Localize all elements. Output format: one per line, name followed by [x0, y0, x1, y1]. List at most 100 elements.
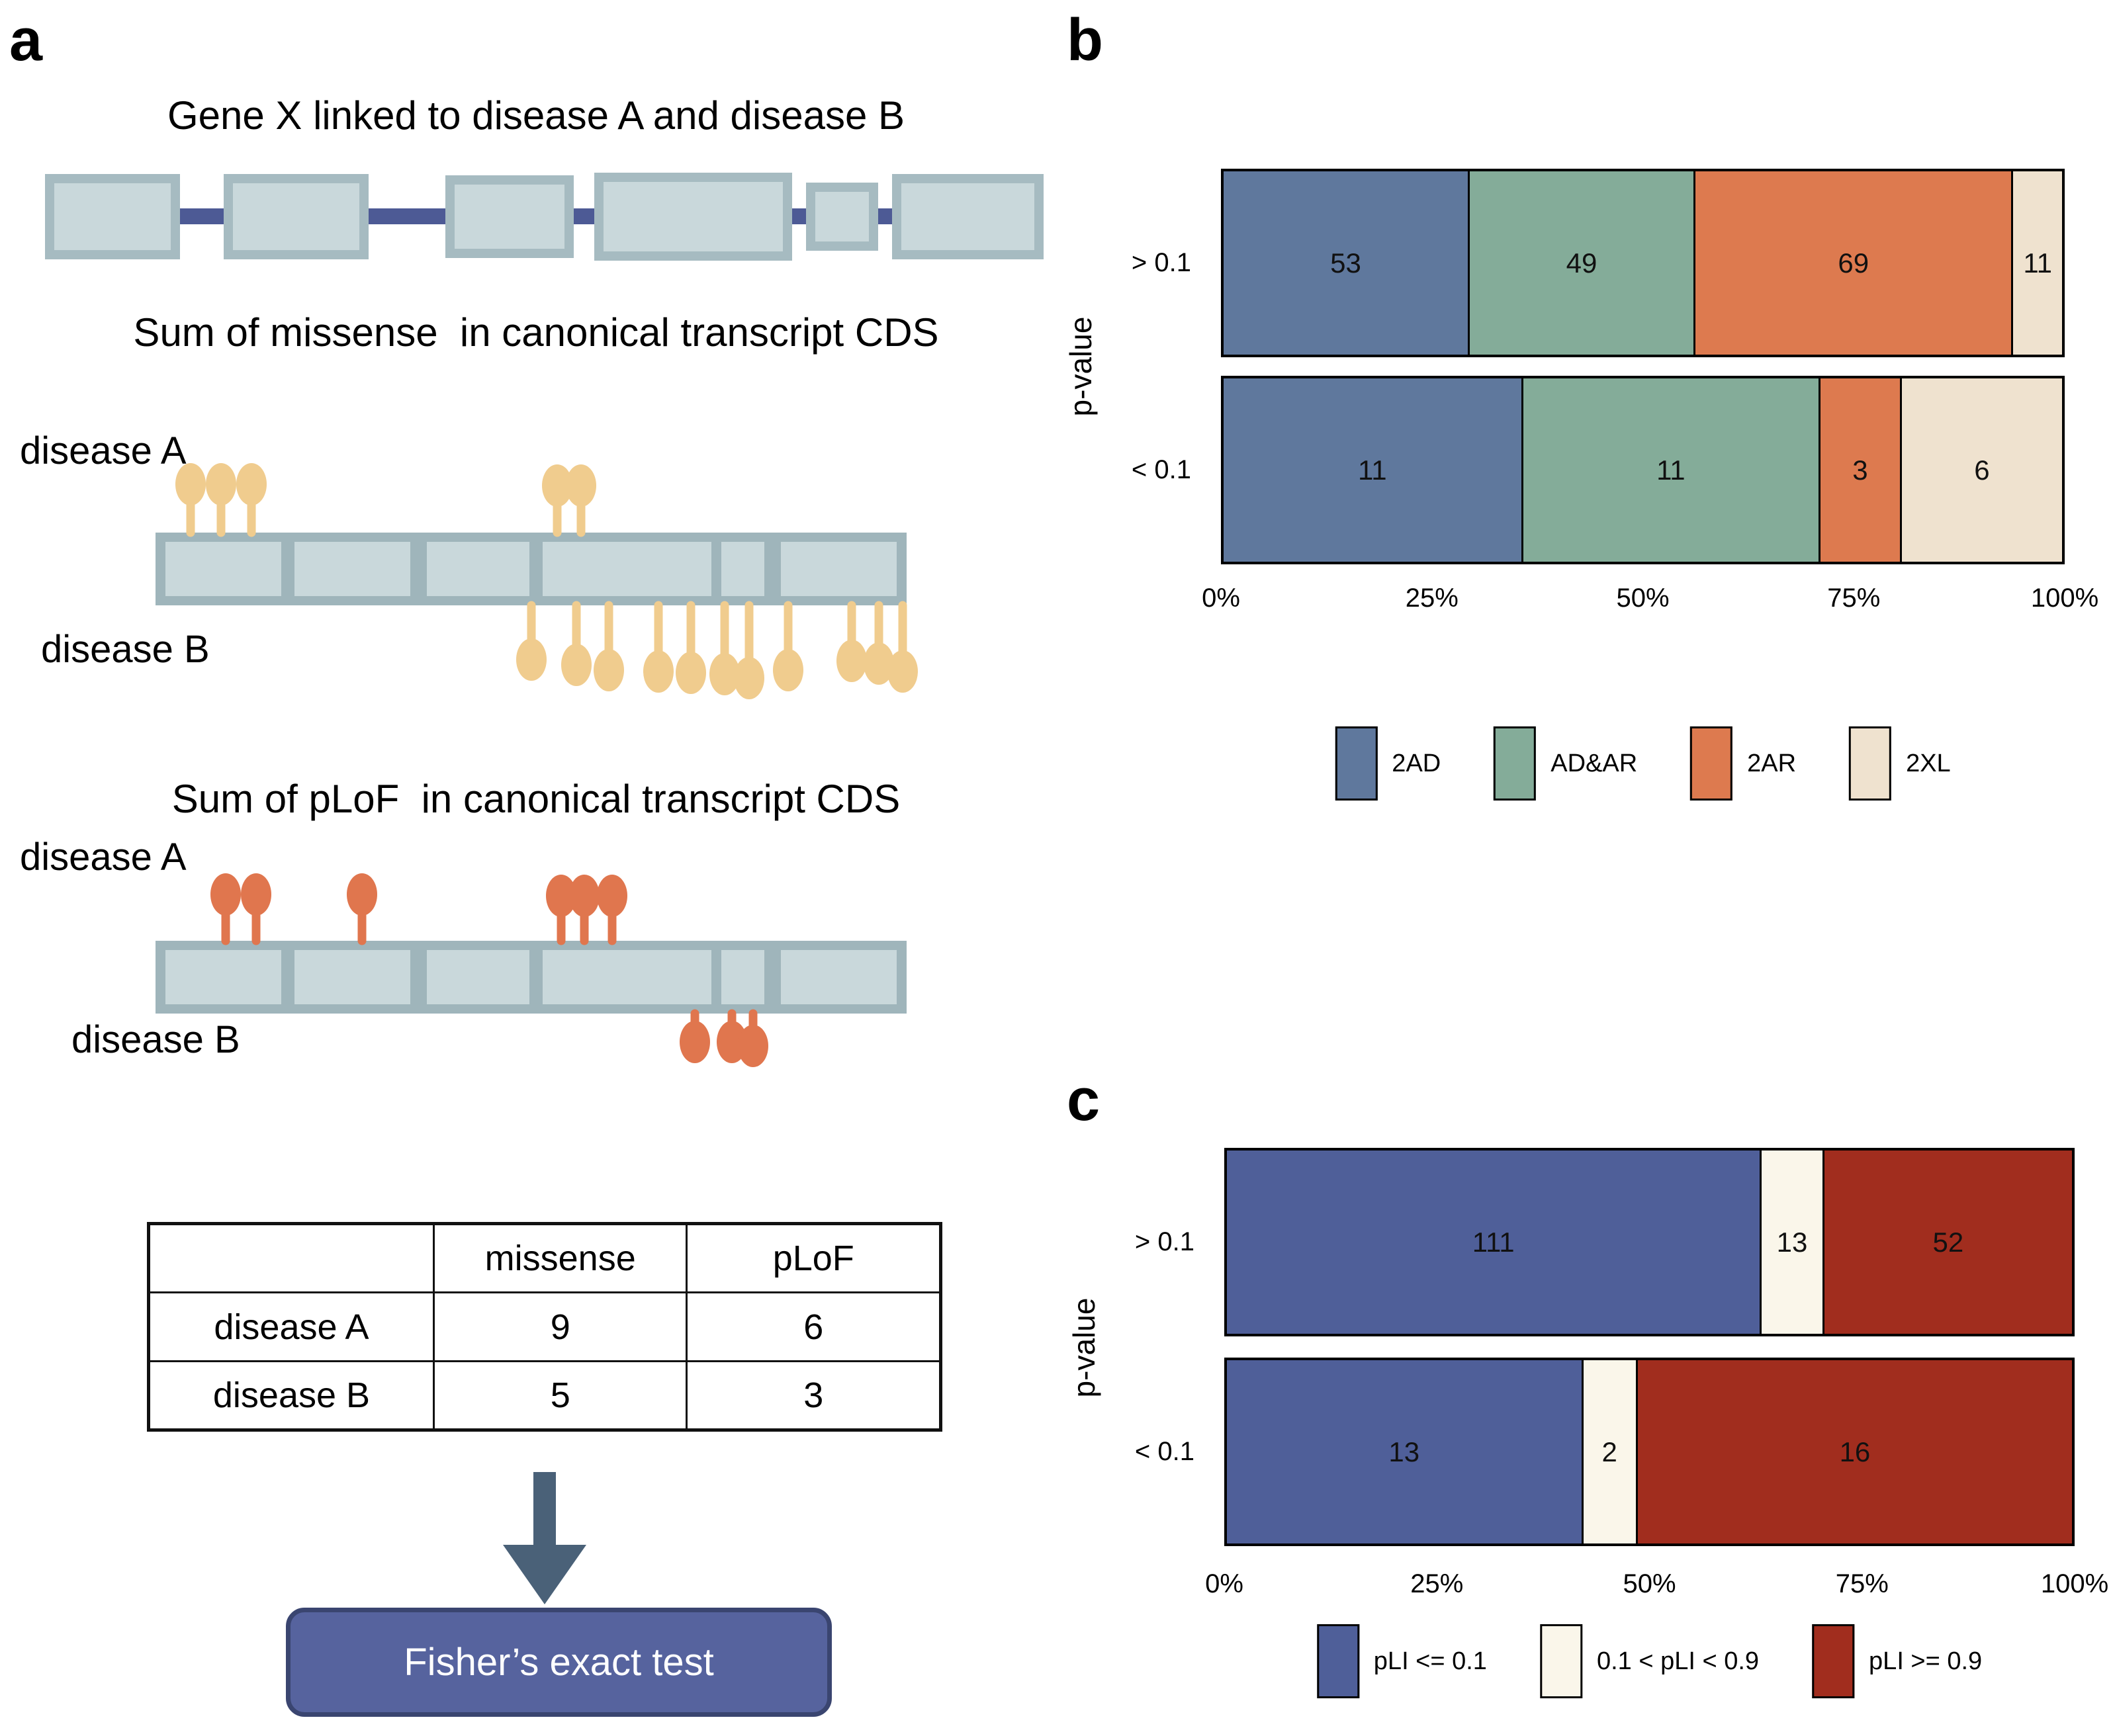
x-tick-label: 50%	[1616, 584, 1670, 613]
legend-label: 2XL	[1906, 749, 1951, 777]
x-tick-label: 25%	[1410, 1569, 1464, 1598]
segment-value-label: 13	[1388, 1436, 1420, 1467]
missense-lollipop	[542, 464, 572, 507]
cds-segment	[543, 950, 711, 1004]
exon	[594, 173, 792, 261]
plof-lollipop	[241, 873, 271, 916]
bar-segment: 13	[1760, 1150, 1822, 1334]
segment-value-label: 52	[1932, 1226, 1964, 1258]
exon	[224, 174, 369, 259]
bar-row-b-1: 11 11 3 6	[1221, 376, 2065, 564]
table-row: disease B 5 3	[148, 1360, 942, 1431]
missense-lollipop	[566, 464, 596, 507]
bar-segment: 69	[1693, 171, 2012, 355]
legend-swatch	[1849, 726, 1892, 801]
cds-segment	[427, 950, 529, 1004]
missense-lollipop	[561, 644, 592, 686]
segment-value-label: 111	[1472, 1226, 1515, 1258]
cds-segment	[543, 542, 711, 596]
x-tick-label: 0%	[1205, 1569, 1243, 1598]
plof-disease-a-label: disease A	[20, 836, 187, 879]
cell-disease-b-plof: 3	[686, 1360, 942, 1431]
legend-swatch	[1690, 726, 1733, 801]
legend-item: pLI >= 0.9	[1812, 1624, 1982, 1698]
segment-value-label: 69	[1838, 247, 1869, 279]
segment-value-label: 2	[1601, 1436, 1617, 1467]
cds-segment	[165, 950, 281, 1004]
table-header-empty	[148, 1223, 435, 1293]
legend-label: 0.1 < pLI < 0.9	[1596, 1647, 1760, 1675]
segment-value-label: 11	[2023, 247, 2052, 279]
segment-value-label: 49	[1566, 247, 1597, 279]
category-label: > 0.1	[1131, 248, 1191, 277]
fisher-test-box: Fisher’s exact test	[286, 1608, 832, 1717]
legend-label: AD&AR	[1551, 749, 1638, 777]
panel-a-label: a	[9, 7, 43, 73]
panel-b-label: b	[1067, 7, 1103, 73]
legend-item: pLI <= 0.1	[1316, 1624, 1487, 1698]
segment-value-label: 16	[1839, 1436, 1871, 1467]
category-label: > 0.1	[1134, 1227, 1194, 1256]
segment-value-label: 3	[1852, 454, 1868, 486]
bar-segment: 53	[1224, 171, 1468, 355]
cds-segment	[165, 542, 281, 596]
x-tick-label: 25%	[1405, 584, 1459, 613]
x-tick-label: 100%	[2030, 584, 2099, 613]
segment-value-label: 53	[1330, 247, 1361, 279]
plof-heading: Sum of pLoF in canonical transcript CDS	[171, 777, 901, 821]
row-label-disease-a: disease A	[148, 1291, 435, 1362]
legend: 2AD AD&AR 2AR 2XL	[1335, 726, 1951, 801]
legend-label: 2AR	[1747, 749, 1797, 777]
bar-row-c-0: 111 13 52	[1224, 1148, 2075, 1336]
missense-heading: Sum of missense in canonical transcript …	[133, 310, 939, 355]
category-label: < 0.1	[1131, 455, 1191, 484]
cds-segment	[427, 542, 529, 596]
missense-disease-b-label: disease B	[41, 628, 210, 671]
exon	[45, 174, 180, 259]
plof-disease-b-label: disease B	[71, 1018, 240, 1061]
plof-lollipop	[347, 873, 377, 916]
y-axis-label: p-value	[1067, 1297, 1101, 1398]
legend-item: 2AR	[1690, 726, 1796, 801]
cds-segment	[721, 950, 764, 1004]
legend-label: pLI <= 0.1	[1373, 1647, 1487, 1675]
legend-item: 2AD	[1335, 726, 1441, 801]
cell-disease-a-plof: 6	[686, 1291, 942, 1362]
plof-lollipop	[680, 1021, 710, 1063]
table-header-row: missense pLoF	[148, 1223, 942, 1293]
legend: pLI <= 0.1 0.1 < pLI < 0.9 pLI >= 0.9	[1316, 1624, 1982, 1698]
panel-a-graphics	[45, 173, 1044, 1604]
missense-lollipop	[206, 463, 236, 505]
down-arrow-head	[503, 1545, 586, 1604]
legend-swatch	[1316, 1624, 1359, 1698]
legend-label: pLI >= 0.9	[1869, 1647, 1983, 1675]
segment-value-label: 6	[1974, 454, 1990, 486]
legend-swatch	[1494, 726, 1537, 801]
segment-value-label: 11	[1656, 454, 1686, 486]
legend-swatch	[1539, 1624, 1582, 1698]
legend-swatch	[1812, 1624, 1855, 1698]
table-header-missense: missense	[432, 1223, 688, 1293]
cds-segment	[294, 950, 410, 1004]
missense-lollipop	[236, 463, 267, 505]
missense-lollipop	[864, 642, 894, 685]
legend-item: 0.1 < pLI < 0.9	[1539, 1624, 1760, 1698]
legend-swatch	[1335, 726, 1378, 801]
bar-row-b-0: 53 49 69 11	[1221, 169, 2065, 357]
bar-segment: 6	[1899, 378, 2062, 562]
exon	[806, 183, 878, 251]
bar-segment: 3	[1819, 378, 1900, 562]
bar-segment: 13	[1227, 1360, 1582, 1543]
bar-row-c-1: 13 2 16	[1224, 1358, 2075, 1546]
exon	[892, 174, 1044, 259]
bar-segment: 11	[2011, 171, 2062, 355]
missense-lollipop	[516, 638, 547, 681]
segment-value-label: 11	[1357, 454, 1387, 486]
cds-segment	[781, 950, 897, 1004]
panel-a-title: Gene X linked to disease A and disease B	[167, 93, 905, 138]
exon	[445, 175, 574, 258]
row-label-disease-b: disease B	[148, 1360, 435, 1431]
cds-segment	[294, 542, 410, 596]
